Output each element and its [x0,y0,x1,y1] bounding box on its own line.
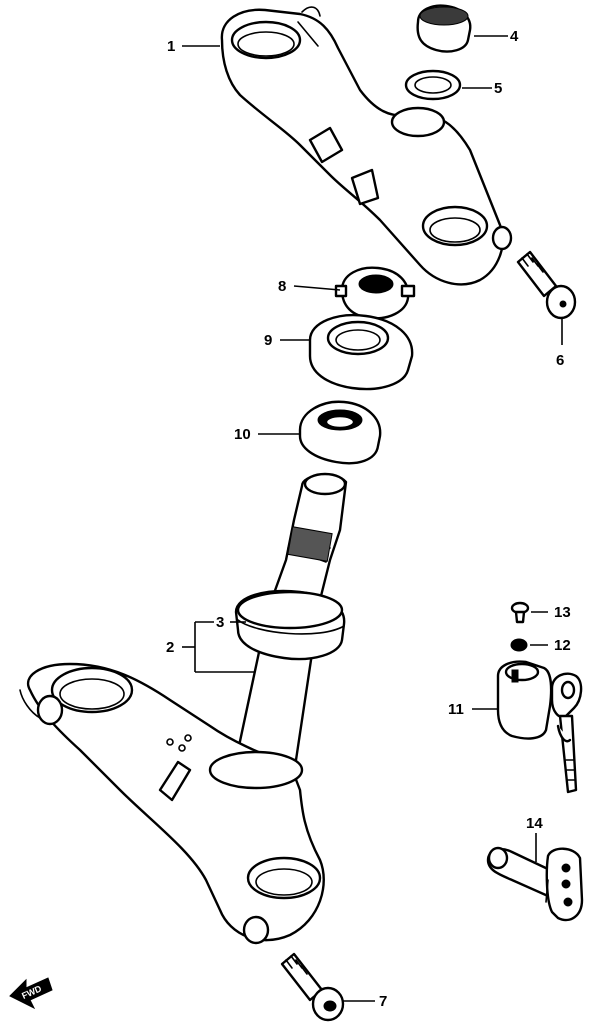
callout-2: 2 [166,639,174,656]
callout-3: 3 [216,614,224,631]
bearing-race-9 [308,313,414,391]
bearing-10 [298,400,382,465]
upper-bracket [220,6,513,286]
callout-12: 12 [554,637,571,654]
callout-1: 1 [167,38,175,55]
callout-7: 7 [379,993,387,1010]
forward-arrow-icon: FWD [9,977,53,1010]
screw-13 [510,601,530,624]
callout-8: 8 [278,278,286,295]
callout-11: 11 [448,701,464,718]
steering-lock-11 [496,660,583,794]
callout-13: 13 [554,604,571,621]
washer-5 [404,69,462,101]
callout-4: 4 [510,28,519,45]
callout-labels: 1 2 3 4 5 6 7 8 9 10 11 12 13 14 [166,28,571,1010]
callout-14: 14 [526,815,543,832]
lock-nut-8 [334,266,416,320]
steering-stem-lower-bracket [19,472,348,945]
callout-10: 10 [234,426,251,443]
bolt-7 [280,952,345,1022]
callout-9: 9 [264,332,272,349]
callout-5: 5 [494,80,502,97]
lock-cylinder-14 [486,846,584,922]
callout-6: 6 [556,352,564,369]
cap-4 [416,4,472,53]
washer-12 [510,638,528,652]
bolt-6 [516,250,577,320]
leader-lines [182,35,563,1002]
